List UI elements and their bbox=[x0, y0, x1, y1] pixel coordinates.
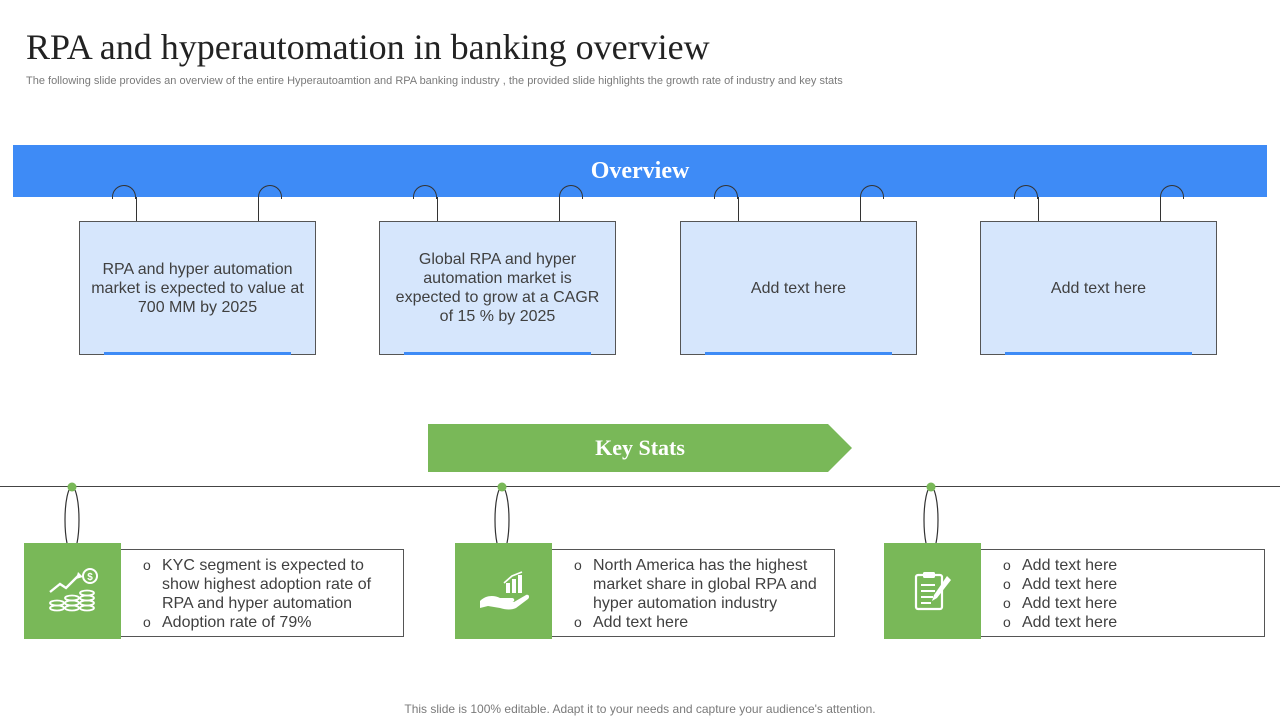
overview-card-text: Add text here bbox=[750, 279, 847, 297]
clipboard-icon bbox=[914, 572, 951, 611]
key-stats-banner: Key Stats bbox=[428, 424, 852, 472]
key-stats-arrow-shape bbox=[428, 424, 852, 472]
overview-banner: Overview bbox=[13, 145, 1267, 197]
stat-bullet-list: North America has the highest market sha… bbox=[574, 556, 826, 632]
overview-card: Global RPA and hyper automation market i… bbox=[379, 221, 616, 355]
timeline-line bbox=[0, 486, 1280, 487]
card-hanger-cord bbox=[738, 197, 740, 221]
stat-icon-tile: $ bbox=[24, 543, 121, 639]
overview-banner-label: Overview bbox=[590, 157, 690, 184]
stat-icon-tile bbox=[884, 543, 981, 639]
stat-bullet: Add text here bbox=[574, 613, 826, 632]
footer-note: This slide is 100% editable. Adapt it to… bbox=[404, 702, 876, 716]
money-growth-icon: $ bbox=[48, 568, 98, 612]
key-stats-label: Key Stats bbox=[595, 435, 685, 460]
overview-card: Add text here bbox=[980, 221, 1217, 355]
overview-card-text: RPA and hyper automation market is expec… bbox=[91, 260, 304, 316]
overview-card: RPA and hyper automation market is expec… bbox=[79, 221, 316, 355]
overview-card-text: Add text here bbox=[1050, 279, 1147, 297]
hand-chart-icon bbox=[479, 571, 529, 610]
card-hanger-cord bbox=[1160, 197, 1162, 221]
stat-bullet: Adoption rate of 79% bbox=[143, 613, 395, 632]
card-underline bbox=[404, 352, 591, 355]
stat-bullet: Add text here bbox=[1003, 613, 1256, 632]
stat-bullet: KYC segment is expected to show highest … bbox=[143, 556, 395, 613]
page-subtitle: The following slide provides an overview… bbox=[26, 75, 843, 87]
card-hanger-cord bbox=[258, 197, 260, 221]
card-hanger-cord bbox=[437, 197, 439, 221]
stat-bullet: North America has the highest market sha… bbox=[574, 556, 826, 613]
stat-bullet: Add text here bbox=[1003, 556, 1256, 575]
card-underline bbox=[1005, 352, 1192, 355]
stat-bullet-list: KYC segment is expected to show highest … bbox=[143, 556, 395, 632]
page-title: RPA and hyperautomation in banking overv… bbox=[26, 27, 710, 67]
svg-text:$: $ bbox=[87, 572, 93, 583]
stat-icon-tile bbox=[455, 543, 552, 639]
overview-card: Add text here bbox=[680, 221, 917, 355]
stat-bullet: Add text here bbox=[1003, 594, 1256, 613]
stat-bullet: Add text here bbox=[1003, 575, 1256, 594]
card-hanger-cord bbox=[860, 197, 862, 221]
card-hanger-cord bbox=[559, 197, 561, 221]
card-underline bbox=[104, 352, 291, 355]
card-hanger-cord bbox=[136, 197, 138, 221]
stat-bullet-list: Add text here Add text here Add text her… bbox=[1003, 556, 1256, 632]
card-underline bbox=[705, 352, 892, 355]
card-hanger-cord bbox=[1038, 197, 1040, 221]
overview-card-text: Global RPA and hyper automation market i… bbox=[395, 251, 600, 325]
